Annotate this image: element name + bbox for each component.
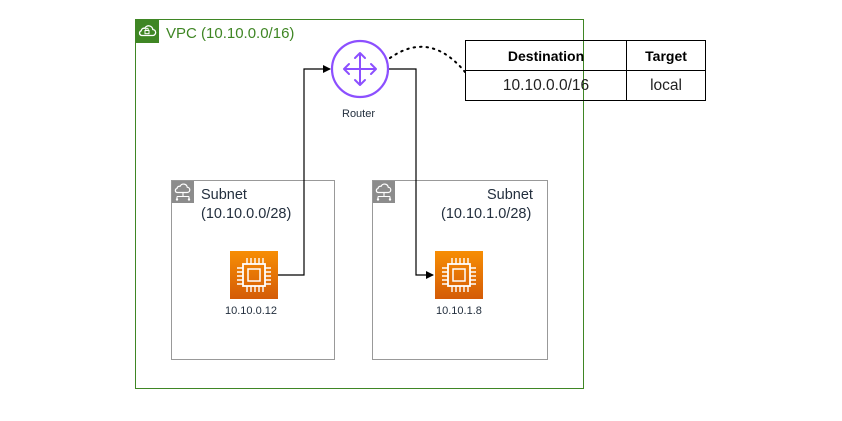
vpc-cloud-lock-icon <box>135 19 159 43</box>
subnet-cidr-1: (10.10.0.0/28) <box>201 206 292 222</box>
router-icon <box>330 39 390 99</box>
connector-instance1-to-router <box>278 65 331 276</box>
subnet-title-1: Subnet <box>201 187 247 203</box>
subnet-cloud-icon <box>373 181 395 203</box>
connector-router-to-instance2 <box>389 68 434 279</box>
subnet-title-2: Subnet <box>487 187 533 203</box>
route-table-header-destination: Destination <box>464 40 628 71</box>
instance-ip-2: 10.10.1.8 <box>436 305 482 317</box>
router-label: Router <box>342 108 376 120</box>
instance-ip-1: 10.10.0.12 <box>225 305 277 317</box>
subnet-container-1 <box>171 180 335 360</box>
ec2-instance-icon[interactable] <box>435 251 483 299</box>
vpc-label: VPC (10.10.0.0/16) <box>166 25 295 42</box>
ec2-instance-icon[interactable] <box>230 251 278 299</box>
route-table-header-target: Target <box>626 40 706 71</box>
subnet-cidr-2: (10.10.1.0/28) <box>441 206 532 222</box>
table-row: 10.10.0.0/16 local <box>464 70 706 101</box>
route-table-header-row: Destination Target <box>464 40 706 71</box>
vpc-container <box>135 19 584 389</box>
route-table: Destination Target 10.10.0.0/16 local <box>464 40 706 101</box>
subnet-container-2 <box>372 180 548 360</box>
route-target-cell: local <box>626 70 706 101</box>
dotted-link-router-to-route-table <box>389 45 466 73</box>
route-destination-cell: 10.10.0.0/16 <box>464 70 628 101</box>
subnet-cloud-icon <box>172 181 194 203</box>
